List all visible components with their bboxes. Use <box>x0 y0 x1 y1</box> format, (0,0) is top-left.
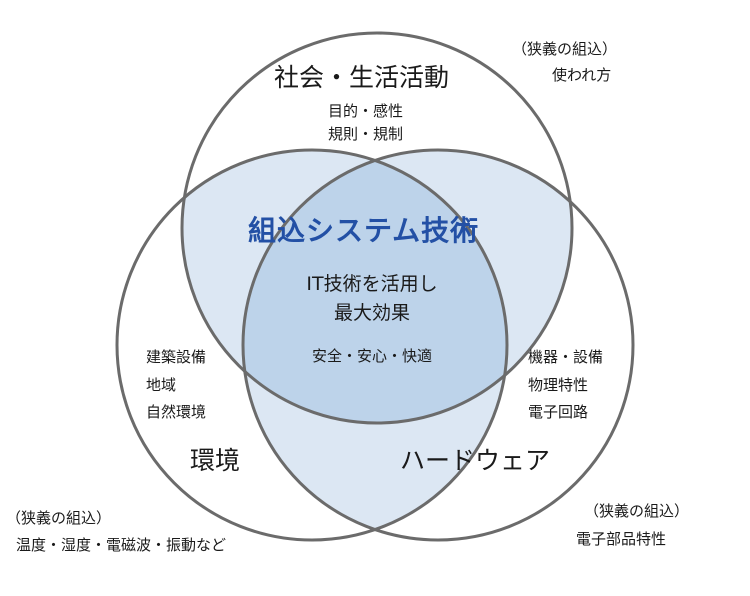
society-title: 社会・生活活動 <box>274 63 450 92</box>
environment-item: 地域 <box>146 376 177 394</box>
core-title: 組込システム技術 <box>248 214 480 247</box>
hardware-item: 電子回路 <box>528 403 589 421</box>
hardware-item: 物理特性 <box>528 376 589 394</box>
hardware-title: ハードウェア <box>400 446 551 475</box>
hardware-item: 機器・設備 <box>528 348 604 366</box>
note-bottom-right-qualifier: （狭義の組込） <box>584 502 690 520</box>
environment-item: 自然環境 <box>146 403 207 421</box>
note-bottom-left-text: 温度・湿度・電磁波・振動など <box>16 536 227 554</box>
core-line: 最大効果 <box>333 302 410 324</box>
circle-society <box>180 31 574 425</box>
note-bottom-left-qualifier: （狭義の組込） <box>6 509 112 527</box>
society-item: 規則・規制 <box>328 125 404 143</box>
note-top-right-text: 使われ方 <box>552 66 612 84</box>
core-goals: 安全・安心・快適 <box>311 347 432 365</box>
note-top-right-qualifier: （狭義の組込） <box>512 40 618 58</box>
circle-hardware <box>241 148 635 542</box>
overlap-center <box>243 150 507 423</box>
note-bottom-right-text: 電子部品特性 <box>576 530 667 548</box>
environment-title: 環境 <box>190 446 241 475</box>
circle-environment <box>115 148 509 542</box>
core-line: IT技術を活用し <box>306 273 438 295</box>
society-item: 目的・感性 <box>328 102 404 120</box>
environment-item: 建築設備 <box>146 348 207 366</box>
